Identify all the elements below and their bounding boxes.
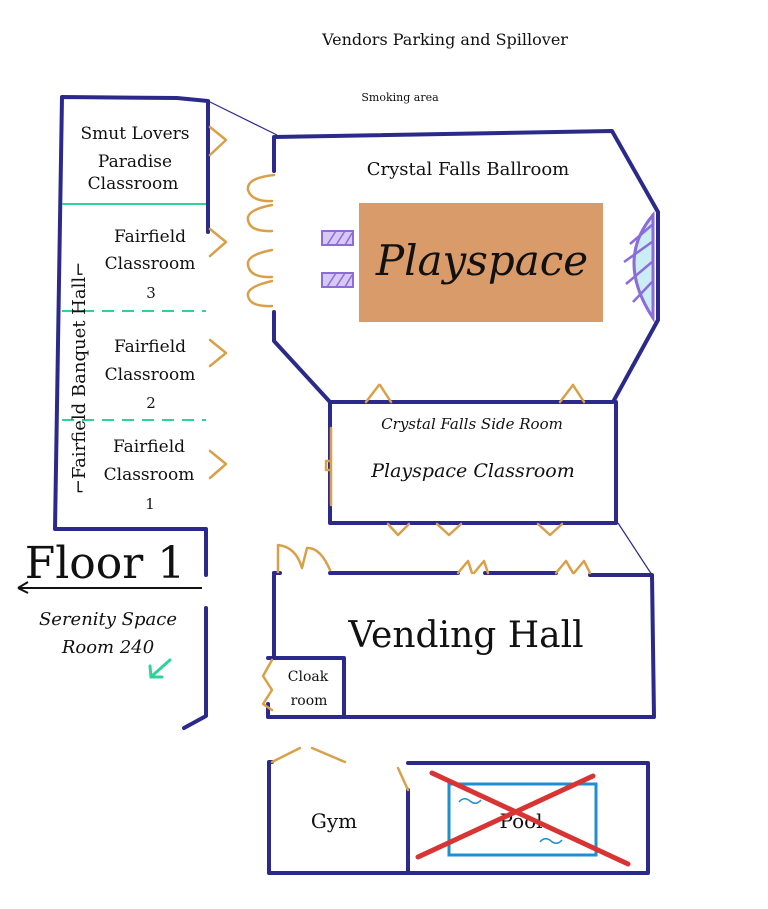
fairfield-classroom-2: Fairfield Classroom 2	[105, 337, 196, 412]
smoking-area-label: Smoking area	[361, 91, 439, 104]
crystal-falls-ballroom: Crystal Falls Ballroom Playspace	[246, 129, 660, 576]
room-name-line: Fairfield	[114, 337, 186, 357]
room-number: 3	[146, 284, 156, 302]
side-room-name: Crystal Falls Side Room	[381, 415, 563, 433]
vending-hall-name: Vending Hall	[347, 615, 583, 656]
fairfield-classroom-3: Fairfield Classroom 3	[105, 227, 196, 302]
arrow-icon	[148, 658, 172, 679]
room-name-line: Classroom	[105, 254, 196, 274]
playspace-stage	[359, 203, 603, 322]
cloak-room: Cloak room	[261, 656, 346, 719]
room-name-line: Smut Lovers	[81, 124, 190, 144]
playspace-stage-label: Playspace	[375, 236, 588, 285]
side-room-subtitle: Playspace Classroom	[370, 460, 575, 482]
fairfield-banquet-hall: ⌐Fairfield Banquet Hall⌐ Smut Lovers Par…	[53, 95, 278, 730]
room-name-line: Fairfield	[114, 227, 186, 247]
fairfield-classroom-1: Fairfield Classroom 1	[104, 437, 195, 513]
serenity-space-label: Serenity Space	[39, 609, 177, 630]
serenity-room-number: Room 240	[61, 637, 154, 658]
pool-outline	[447, 782, 598, 857]
floor-title-underline	[17, 581, 202, 594]
room-name-line: Classroom	[104, 465, 195, 485]
room-name-line: Fairfield	[113, 437, 185, 457]
cloak-room-label: room	[291, 693, 328, 709]
closed-cross-icon	[415, 770, 631, 867]
smut-lovers-classroom: Smut Lovers Paradise Classroom	[81, 124, 190, 194]
ballroom-name: Crystal Falls Ballroom	[367, 159, 570, 180]
cloak-room-label: Cloak	[288, 669, 329, 685]
gym-label: Gym	[311, 809, 357, 833]
crystal-falls-side-room: Crystal Falls Side Room Playspace Classr…	[324, 400, 618, 537]
pool: Pool	[415, 770, 631, 867]
dome-feature	[632, 210, 655, 324]
room-number: 2	[146, 394, 156, 412]
room-number: 1	[145, 495, 155, 513]
vending-hall: Vending Hall Cloak room	[261, 543, 656, 719]
room-name-line: Paradise	[98, 152, 172, 172]
gym-pool-block: Gym Pool	[267, 746, 650, 875]
room-name-line: Classroom	[105, 365, 196, 385]
floor-title: Floor 1	[25, 538, 186, 589]
room-name-line: Classroom	[88, 174, 179, 194]
vendors-parking-label: Vendors Parking and Spillover	[321, 30, 568, 49]
serenity-space: Serenity Space Room 240	[39, 609, 177, 679]
fairfield-banquet-hall-label: ⌐Fairfield Banquet Hall⌐	[69, 262, 90, 494]
